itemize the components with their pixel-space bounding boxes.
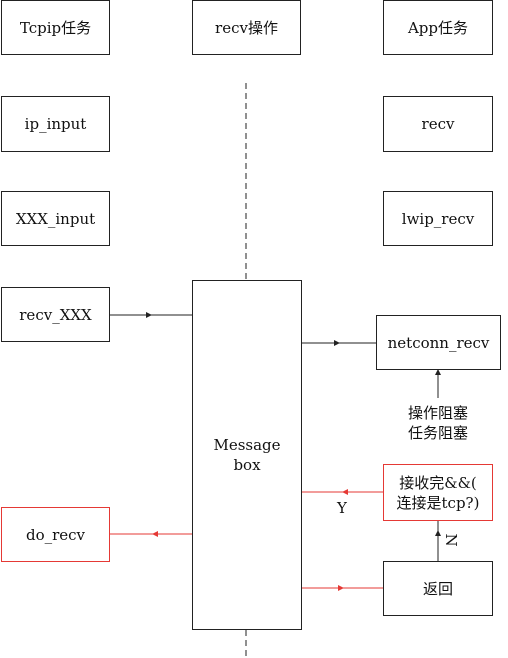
blocked-note-line1: 操作阻塞 <box>407 404 468 422</box>
recv-op-header: recv操作 <box>192 0 301 55</box>
arrowhead-no <box>435 530 441 536</box>
arrowhead-dorecv <box>152 531 158 537</box>
do-recv-box: do_recv <box>1 507 110 562</box>
arrowhead-return <box>338 585 344 591</box>
return-box: 返回 <box>383 561 493 616</box>
arrowhead-yes <box>342 489 348 495</box>
xxx-input-box: XXX_input <box>1 191 110 246</box>
arrowhead-recvxxx <box>146 312 152 318</box>
arrowhead-netconn <box>334 340 340 346</box>
lwip-recv-box: lwip_recv <box>383 191 493 246</box>
check-line1: 接收完&&( <box>399 473 477 492</box>
blocked-note: 操作阻塞 任务阻塞 <box>383 403 493 443</box>
recv-box: recv <box>383 96 493 152</box>
blocked-note-line2: 任务阻塞 <box>407 424 468 442</box>
receive-complete-check-box: 接收完&&( 连接是tcp?) <box>383 464 493 521</box>
no-label: N <box>442 533 460 547</box>
arrowhead-blocked <box>435 369 441 375</box>
recv-xxx-box: recv_XXX <box>1 287 110 342</box>
app-task-header: App任务 <box>383 0 493 55</box>
check-line2: 连接是tcp?) <box>396 493 480 512</box>
message-box-line2: box <box>233 456 261 474</box>
message-box-line1: Message <box>213 436 281 454</box>
netconn-recv-box: netconn_recv <box>376 315 501 370</box>
tcpip-task-header: Tcpip任务 <box>1 0 110 55</box>
message-box: Message box <box>192 280 302 630</box>
ip-input-box: ip_input <box>1 96 110 152</box>
yes-label: Y <box>337 499 347 517</box>
